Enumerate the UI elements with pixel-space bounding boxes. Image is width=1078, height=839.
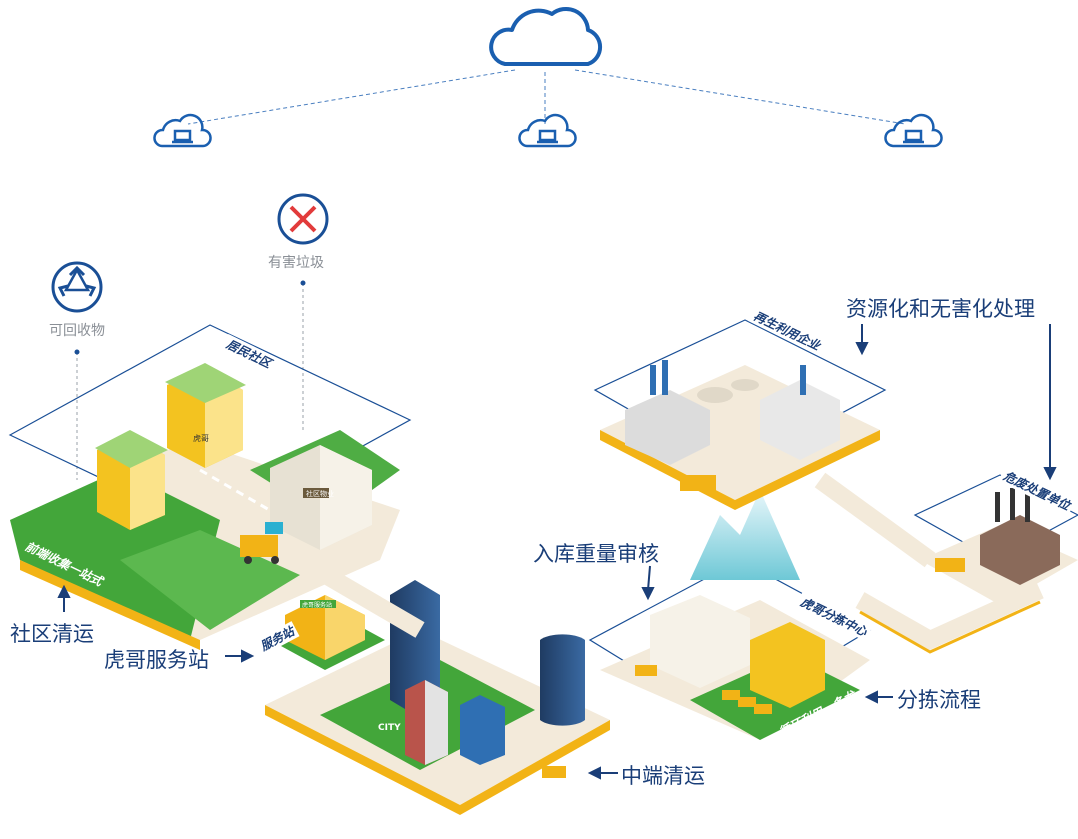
- recyclable-pointer-dot: [74, 349, 80, 355]
- service-station: [270, 595, 385, 670]
- middle-transport-label: 中端清运: [621, 764, 705, 788]
- bin-sign: 虎哥: [193, 433, 209, 443]
- hazardous-label: 有害垃圾: [268, 255, 324, 271]
- recycle-icon: [51, 261, 103, 313]
- huge-service-station-label: 虎哥服务站: [104, 648, 209, 672]
- community-block: [8, 324, 412, 650]
- station-sign: 虎哥服务站: [302, 601, 332, 609]
- sorting-process-label: 分拣流程: [897, 688, 981, 712]
- roads: [295, 472, 1044, 651]
- resource-processing-label: 资源化和无害化处理: [846, 297, 1035, 321]
- hazardous-pointer-dot: [300, 280, 306, 286]
- cloud-laptop-icon: [518, 113, 577, 148]
- city-block: [265, 580, 610, 815]
- cloud-icon: [489, 6, 603, 66]
- truck-fleet: [542, 665, 772, 778]
- recycling-enterprise-block: [593, 319, 887, 510]
- city-sign: CITY: [378, 723, 401, 733]
- warehouse-weigh-label: 入库重量审核: [533, 542, 659, 566]
- cloud-laptop-icon: [153, 113, 212, 148]
- cloud-laptop-icon: [884, 113, 943, 148]
- hazard-cross-icon: [277, 193, 329, 245]
- sorting-center-block: [588, 490, 872, 740]
- recyclable-label: 可回收物: [49, 323, 105, 339]
- road-edges: [859, 600, 1041, 654]
- property-sign: 社区物业: [306, 489, 334, 498]
- network-lines: [187, 69, 906, 125]
- arrows: [57, 324, 1057, 780]
- community-transport-label: 社区清运: [10, 622, 94, 646]
- hazard-disposal-block: [913, 474, 1078, 605]
